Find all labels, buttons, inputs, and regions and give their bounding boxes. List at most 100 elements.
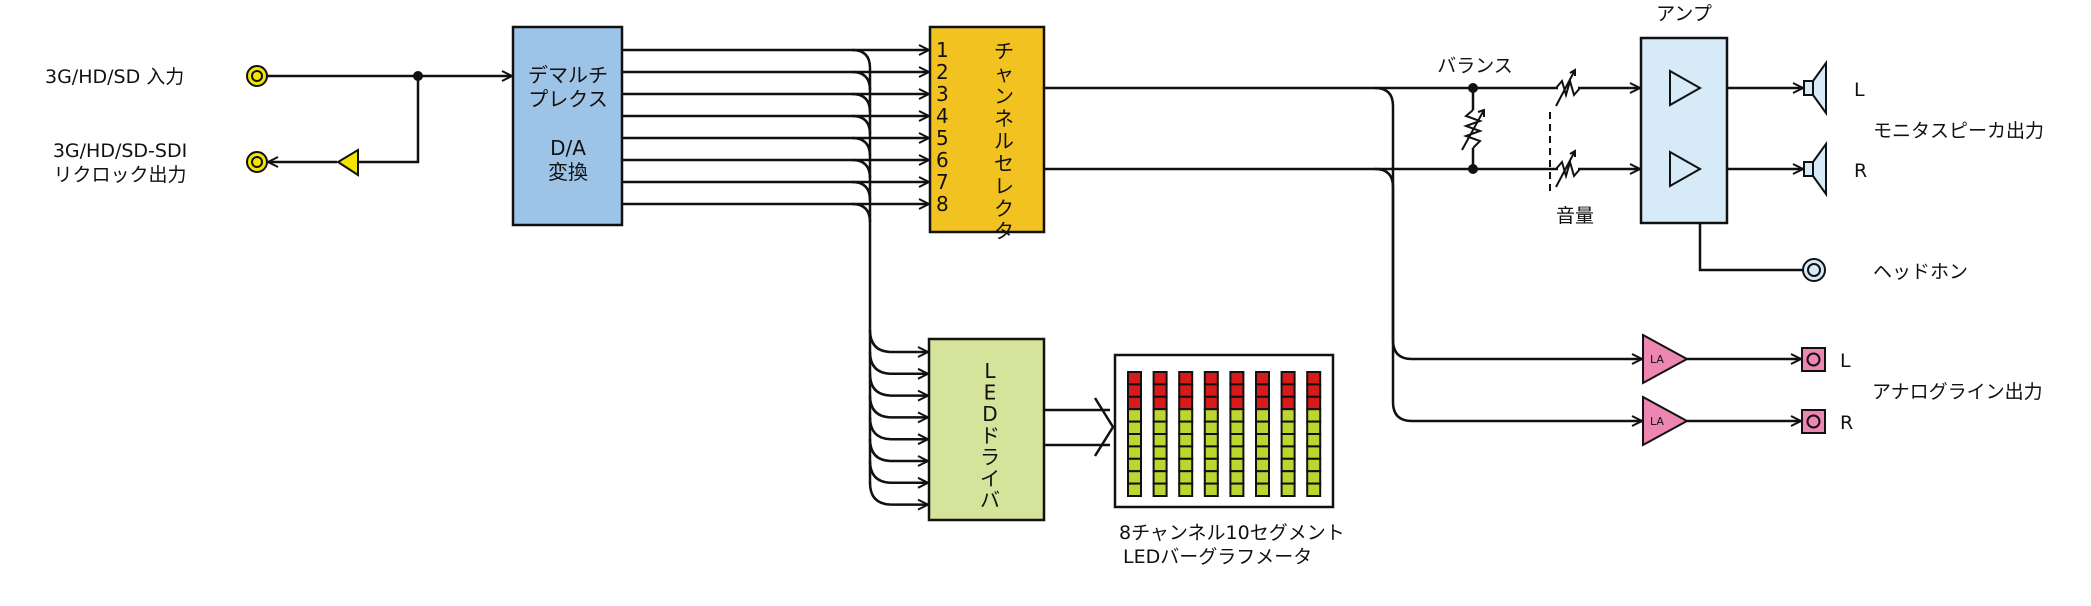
led-segment-green (1255, 470, 1270, 485)
led-segment-green (1152, 457, 1168, 473)
meter-bar-5 (1229, 371, 1245, 498)
balance-node-bottom (1468, 164, 1478, 174)
led-segment-green (1152, 470, 1168, 485)
led-segment-green (1127, 470, 1142, 485)
led-segment-green (1280, 470, 1296, 485)
reclock-buffer-icon (336, 148, 359, 177)
led-segment-red (1280, 371, 1296, 386)
channel-number-4: 4 (936, 104, 949, 128)
meter-bar-4 (1203, 371, 1219, 498)
meter-bar-6 (1255, 371, 1270, 498)
channel-lines (622, 50, 929, 505)
led-segment-green (1306, 408, 1322, 423)
led-segment-red (1127, 371, 1142, 386)
meter-bar-7 (1280, 371, 1296, 498)
led-segment-green (1280, 457, 1296, 473)
channel-number-2: 2 (936, 60, 949, 84)
svg-text:LA: LA (1650, 415, 1664, 428)
led-segment-green (1127, 420, 1142, 436)
channel-selector-title: チャンネルセレクタ (994, 39, 1014, 243)
led-segment-green (1178, 433, 1194, 448)
volume-resistor-right-icon (1555, 149, 1581, 188)
demux-block: デマルチ プレクス D/A 変換 (511, 25, 624, 227)
channel-number-7: 7 (936, 170, 949, 194)
led-segment-green (1229, 433, 1245, 448)
led-segment-green (1152, 420, 1168, 436)
led-segment-red (1203, 371, 1219, 386)
line-out-left-label: L (1840, 350, 1851, 372)
led-segment-red (1255, 395, 1270, 411)
led-segment-green (1306, 457, 1322, 473)
led-segment-green (1280, 420, 1296, 436)
balance-label: バランス (1437, 55, 1513, 77)
meter-bar-1 (1127, 371, 1142, 498)
sdi-input-connector-icon (246, 65, 268, 87)
led-segment-green (1255, 408, 1270, 423)
channel-number-1: 1 (936, 38, 949, 62)
led-segment-green (1280, 482, 1296, 498)
led-segment-red (1306, 383, 1322, 398)
reclock-output-connector-icon (246, 151, 268, 173)
line-out-right-label: R (1840, 412, 1853, 434)
line-amp-right-icon: LA (1642, 395, 1690, 447)
led-segment-green (1203, 482, 1219, 498)
amp-block (1639, 36, 1729, 225)
led-segment-green (1280, 408, 1296, 423)
reclock-output-label-2: リクロック出力 (53, 164, 186, 186)
led-segment-green (1178, 420, 1194, 436)
meter-caption-2: LEDバーグラフメータ (1123, 546, 1312, 568)
led-segment-red (1306, 395, 1322, 411)
volume-resistor-left-icon (1555, 68, 1581, 107)
demux-label-4: 変換 (548, 160, 588, 184)
led-segment-green (1178, 482, 1194, 498)
junction-dot (413, 71, 423, 81)
led-segment-red (1178, 383, 1194, 398)
led-segment-red (1152, 383, 1168, 398)
line-out-left-connector-icon (1801, 347, 1826, 372)
led-segment-green (1255, 457, 1270, 473)
led-segment-green (1152, 482, 1168, 498)
led-segment-green (1152, 445, 1168, 460)
speaker-left-icon (1803, 59, 1827, 117)
led-segment-red (1229, 395, 1245, 411)
headphone-jack-icon (1802, 258, 1826, 282)
led-segment-green (1178, 408, 1194, 423)
led-bargraph-meter (1113, 353, 1335, 509)
led-driver-input-3 (868, 373, 928, 396)
led-driver-input-7 (868, 460, 928, 483)
led-segment-green (1306, 470, 1322, 485)
led-segment-red (1178, 371, 1194, 386)
led-segment-green (1229, 445, 1245, 460)
reclock-output-label-1: 3G/HD/SD-SDI (53, 140, 187, 162)
led-segment-green (1127, 433, 1142, 448)
led-driver-input-2 (868, 351, 928, 374)
led-driver-input-1 (868, 329, 928, 352)
led-segment-red (1203, 383, 1219, 398)
line-out-wires (1687, 359, 1801, 421)
meter-bar-8 (1306, 371, 1322, 498)
led-segment-green (1152, 433, 1168, 448)
led-segment-green (1178, 457, 1194, 473)
led-driver-input-6 (868, 438, 928, 461)
channel-number-8: 8 (936, 192, 949, 216)
line-amp-left-icon: LA (1642, 333, 1690, 385)
led-segment-red (1178, 395, 1194, 411)
led-driver-input-4 (868, 395, 928, 417)
led-segment-green (1127, 408, 1142, 423)
led-segment-green (1280, 445, 1296, 460)
led-segment-red (1280, 395, 1296, 411)
amp-left-icon (1669, 69, 1703, 107)
led-segment-green (1203, 420, 1219, 436)
input-wiring (267, 76, 512, 162)
led-segment-green (1178, 445, 1194, 460)
monitor-speaker-output-label: モニタスピーカ出力 (1873, 120, 2044, 142)
led-segment-green (1280, 433, 1296, 448)
led-segment-green (1255, 420, 1270, 436)
led-segment-green (1178, 470, 1194, 485)
led-segment-red (1229, 383, 1245, 398)
monitor-left-label: L (1854, 79, 1865, 101)
demux-label-3: D/A (550, 136, 586, 160)
